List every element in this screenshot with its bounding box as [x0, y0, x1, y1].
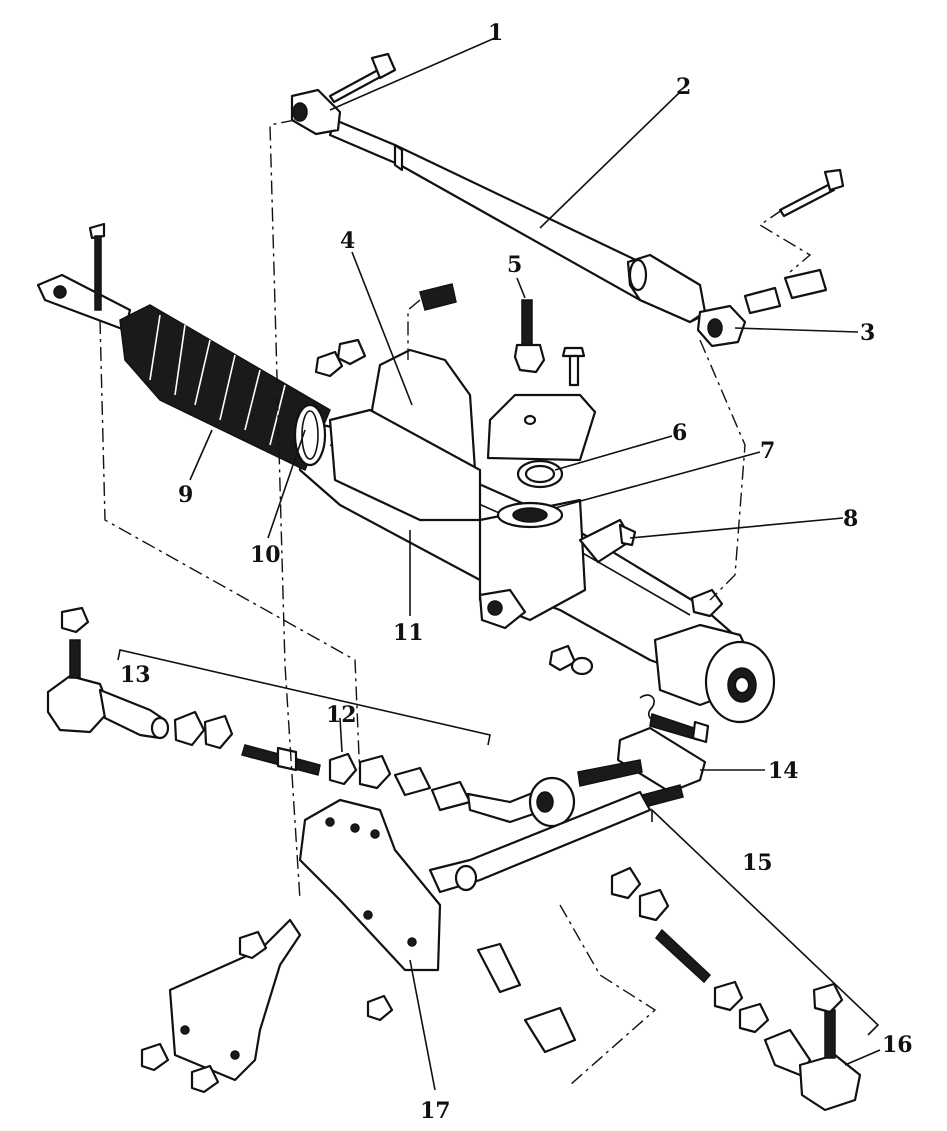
callout-labels: 1 2 3 4 5 6 7 8 9 10 11 12 13 14 15 16 1…	[120, 20, 913, 1124]
callout-7: 7	[760, 438, 775, 464]
inner-tie-rod	[393, 766, 576, 828]
nuts-near-4	[314, 338, 367, 378]
tie-rod-end-13	[46, 606, 170, 740]
callout-11: 11	[393, 620, 424, 646]
bellows-boot-9	[119, 304, 331, 472]
spring-4	[419, 283, 457, 311]
callout-2: 2	[676, 74, 691, 100]
bolt-1	[328, 52, 397, 104]
leader-lines	[189, 37, 881, 1091]
assembly-lines	[99, 119, 812, 1086]
cross-member	[428, 790, 652, 894]
pinion-cover-plate	[486, 393, 597, 462]
callout-8: 8	[843, 506, 858, 532]
callout-4: 4	[340, 228, 355, 254]
callout-13: 13	[120, 662, 151, 688]
bushing-eye-3	[696, 304, 747, 348]
outer-tie-rod-right	[476, 942, 577, 1054]
housing-tube-11	[328, 408, 482, 522]
bolt-near-cover	[561, 346, 586, 387]
callout-16: 16	[882, 1032, 913, 1058]
callout-1: 1	[488, 20, 503, 46]
callout-9: 9	[178, 482, 193, 508]
adjuster-kit-15	[610, 866, 770, 1034]
callout-15: 15	[742, 850, 773, 876]
nut-on-housing	[690, 588, 724, 618]
callout-6: 6	[672, 420, 687, 446]
callout-14: 14	[768, 758, 799, 784]
sub-frame	[168, 918, 302, 1082]
callout-3: 3	[860, 320, 875, 346]
adjuster-stud-12	[241, 744, 321, 776]
callout-12: 12	[326, 702, 357, 728]
stud-5	[513, 299, 546, 374]
lower-bracket-17	[298, 798, 442, 972]
gasket-6	[516, 459, 564, 489]
nuts-12	[328, 752, 392, 790]
callout-10: 10	[250, 542, 281, 568]
upper-tie-rod	[328, 118, 707, 324]
bleed-fitting-8	[578, 518, 637, 564]
bolt-mount	[649, 713, 710, 744]
tierod-bolt-left	[88, 222, 106, 311]
callout-5: 5	[507, 252, 522, 278]
tie-rod-end-16	[763, 982, 862, 1112]
nut-washer-pair	[548, 644, 594, 676]
callout-17: 17	[420, 1098, 451, 1124]
spacer-sleeves-3	[743, 268, 828, 315]
lock-nuts-13	[173, 710, 234, 750]
bolt-3	[778, 168, 845, 218]
pinion-tower	[478, 498, 587, 630]
boot-clamp-10	[293, 403, 327, 467]
group-brackets	[117, 649, 880, 1036]
rack-shaft-left	[36, 273, 132, 332]
frame-nuts	[140, 930, 394, 1094]
rack-end-mount	[653, 623, 776, 724]
